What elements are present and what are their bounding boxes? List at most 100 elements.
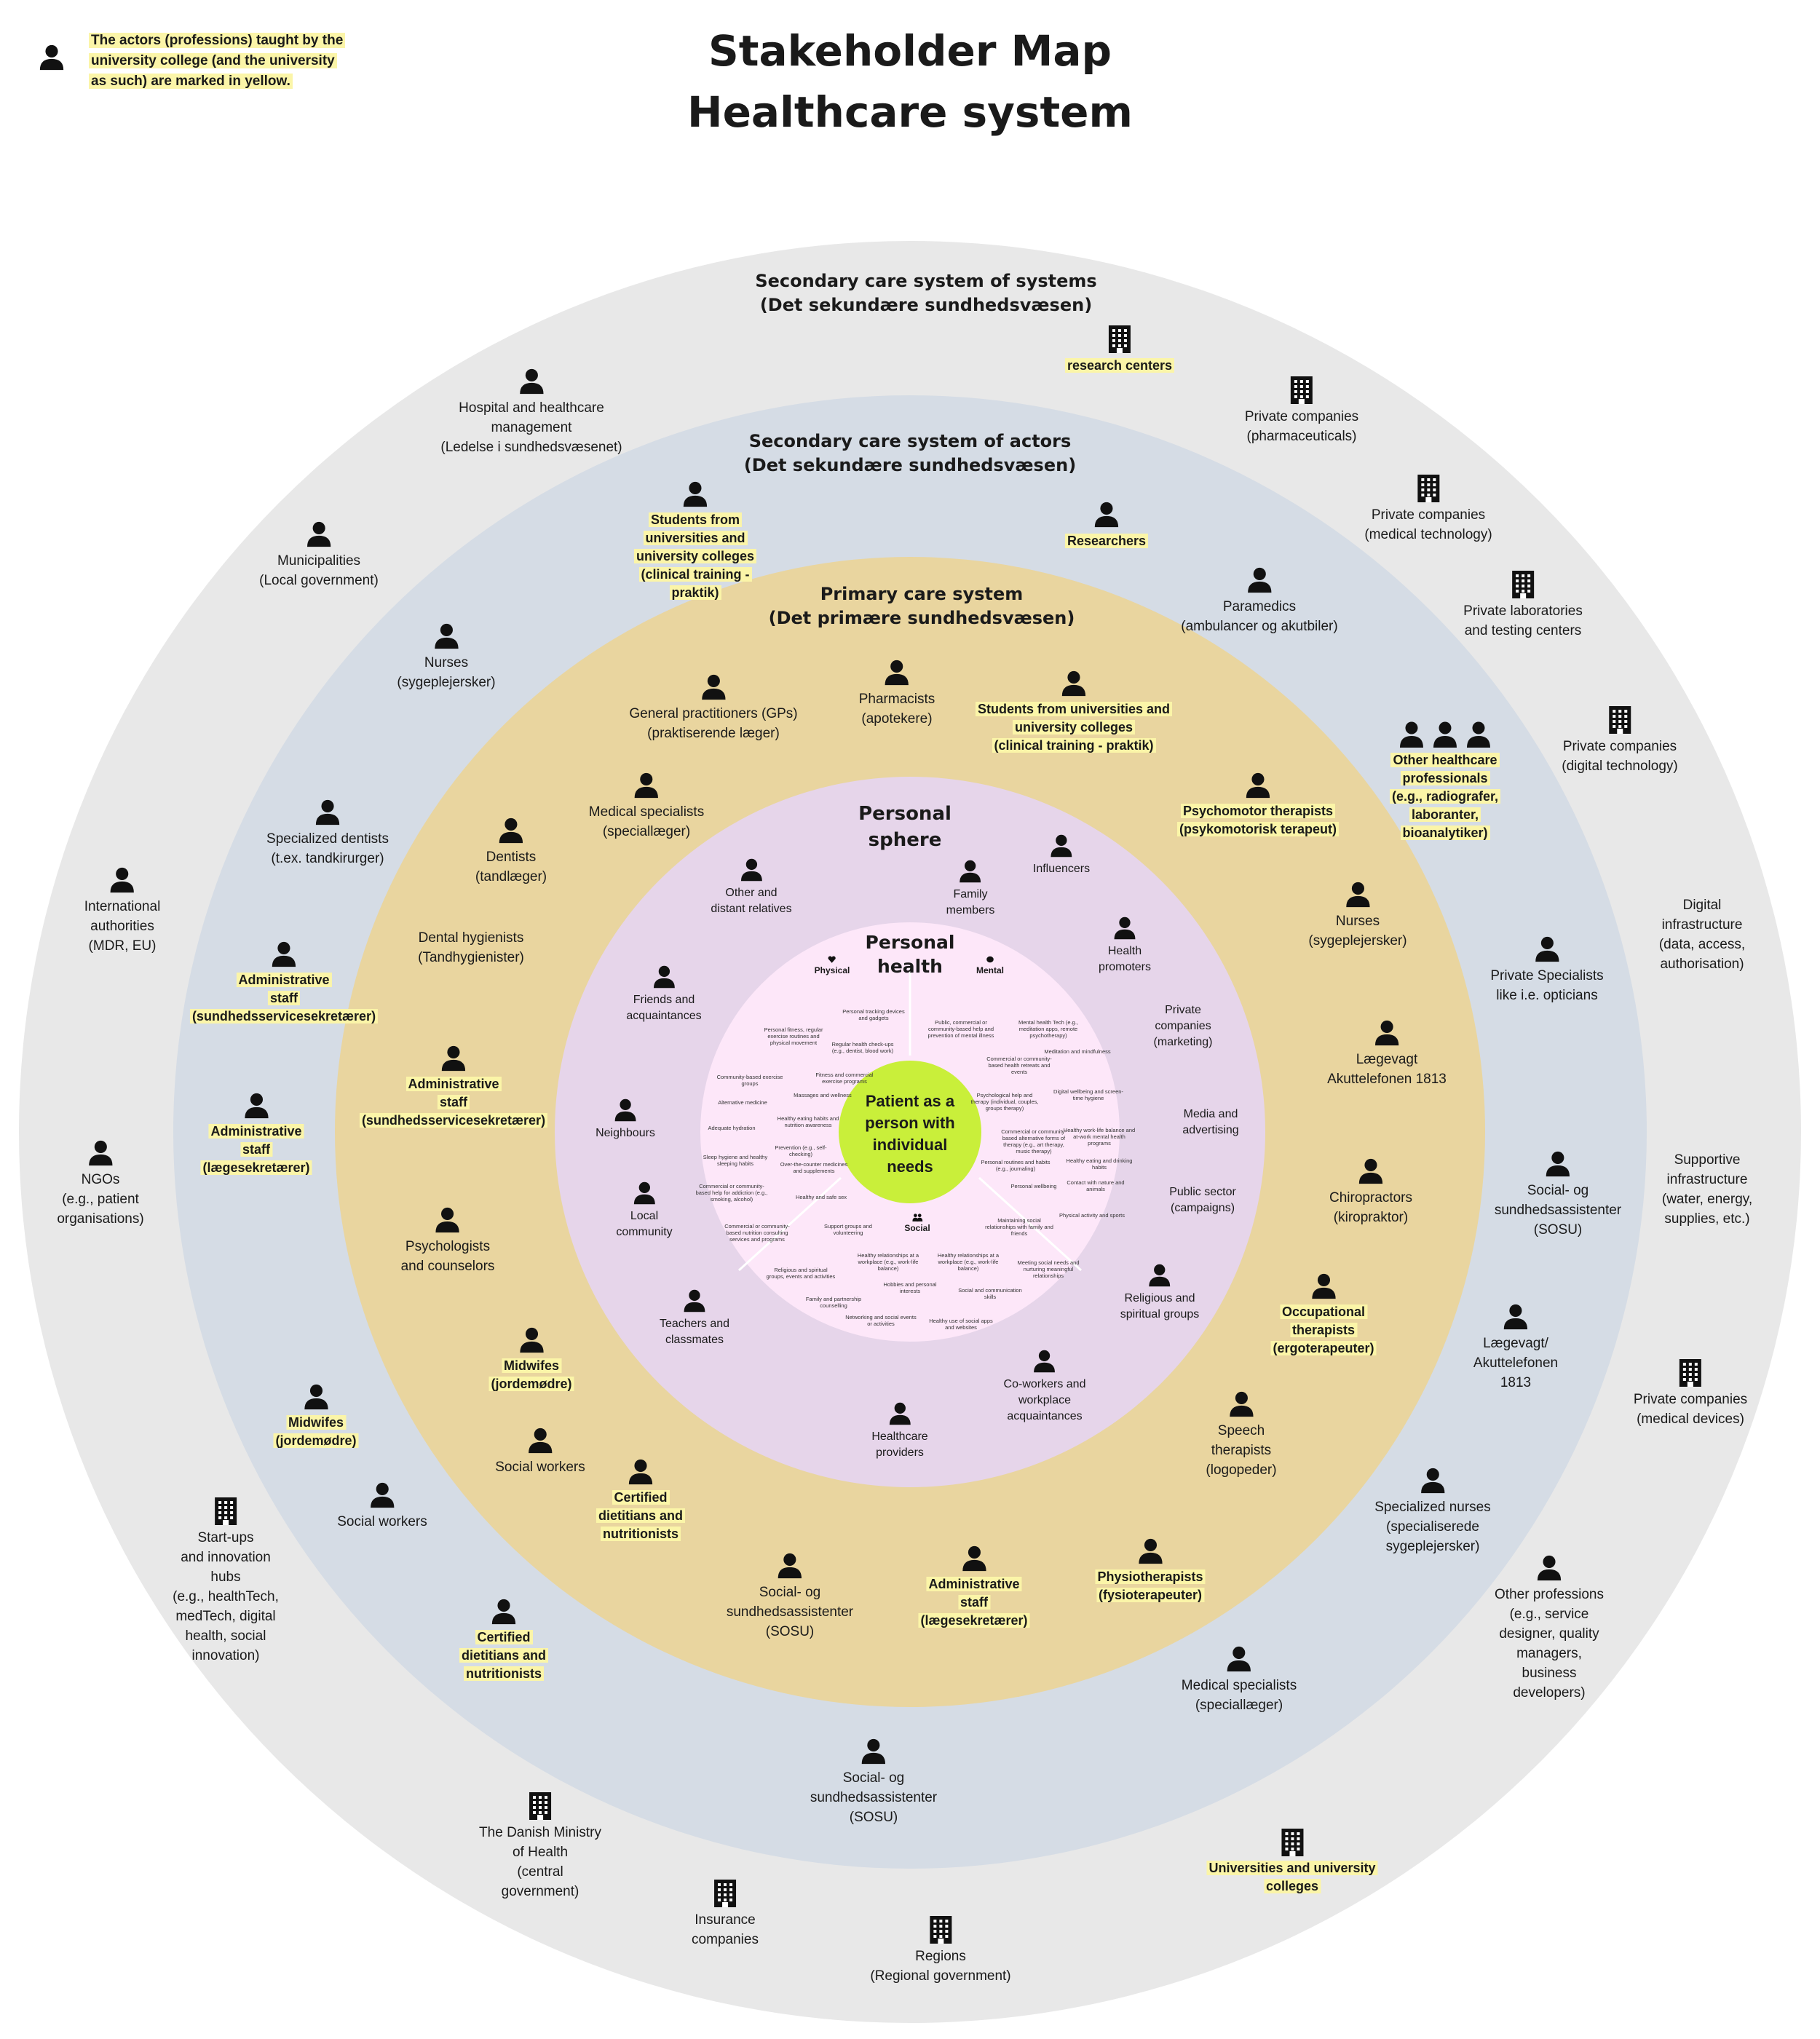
person-icon xyxy=(519,1327,544,1353)
stakeholder-33: Specialized dentists(t.ex. tandkirurger) xyxy=(266,799,389,868)
building-icon xyxy=(1511,571,1534,598)
person-icon xyxy=(1034,1350,1056,1373)
person-icon xyxy=(39,44,64,71)
stakeholder-label-line: (sundhedsservicesekretærer) xyxy=(189,1007,379,1026)
stakeholder-label-line: (central xyxy=(517,1864,563,1880)
health-item: Maintaining social relationships with fa… xyxy=(985,1217,1053,1237)
health-item: Contact with nature and animals xyxy=(1067,1179,1125,1192)
health-item: Personal fitness, regular exercise routi… xyxy=(764,1026,823,1046)
quadrant-physical: Physical xyxy=(815,955,850,975)
stakeholder-52: Dental hygienists(Tandhygienister) xyxy=(418,928,524,967)
person-icon xyxy=(1114,916,1136,940)
stakeholder-label-line: Private companies xyxy=(1244,409,1359,424)
health-item: Adequate hydration xyxy=(708,1125,756,1131)
stakeholder-label-line: business xyxy=(1522,1666,1577,1681)
person-icon xyxy=(370,1482,395,1508)
stakeholder-label-line: (apotekere) xyxy=(861,711,933,726)
people-icon xyxy=(1399,721,1490,748)
stakeholder-label-line: (digital technology) xyxy=(1562,759,1678,774)
health-item: Commercial or community-based nutrition … xyxy=(724,1223,790,1243)
stakeholder-label-line: (pharmaceuticals) xyxy=(1246,429,1357,444)
person-icon xyxy=(110,867,135,893)
person-icon xyxy=(1061,670,1086,697)
health-item: Digital wellbeing and screen-time hygien… xyxy=(1053,1088,1123,1101)
stakeholder-label-line: Specialized nurses xyxy=(1374,1500,1491,1515)
stakeholder-29: Social workers xyxy=(337,1481,427,1532)
person-icon xyxy=(962,1545,986,1572)
building-icon xyxy=(529,1792,551,1820)
stakeholder-label-line: (MDR, EU) xyxy=(88,938,157,954)
stakeholder-label-line: supplies, etc.) xyxy=(1664,1211,1750,1227)
stakeholder-label-line: (Ledelse i sundhedsvæsenet) xyxy=(440,440,622,455)
stakeholder-label-line: (logopeder) xyxy=(1206,1462,1277,1478)
stakeholder-label-line: Local xyxy=(630,1210,659,1222)
person-icon xyxy=(304,1384,328,1410)
stakeholder-label-line: Other professions xyxy=(1495,1587,1604,1602)
stakeholder-label-line: Medical specialists xyxy=(588,804,705,820)
person-icon xyxy=(885,660,909,686)
stakeholder-label-line: (clinical training - xyxy=(634,566,756,584)
stakeholder-label-line: (campaigns) xyxy=(1170,1202,1235,1214)
person-icon xyxy=(684,1289,705,1313)
stakeholder-label-line: (water, energy, xyxy=(1661,1192,1753,1207)
person-icon xyxy=(1229,1391,1254,1417)
stakeholder-label-line: Midwifes xyxy=(273,1414,358,1432)
stakeholder-label-line: (data, access, xyxy=(1658,937,1746,952)
person-icon xyxy=(1537,1555,1562,1581)
stakeholder-49: Midwifes(jordemødre) xyxy=(488,1326,574,1394)
stakeholder-label-line: Students from universities and xyxy=(975,700,1173,718)
health-item: Commercial or community-based alternativ… xyxy=(1001,1128,1067,1155)
person-icon xyxy=(272,941,296,967)
stakeholder-label-line: innovation) xyxy=(191,1648,260,1663)
stakeholder-label-line: nutritionists xyxy=(596,1525,685,1543)
stakeholder-label-line: acquaintances xyxy=(626,1010,702,1022)
health-item: Mental health Tech (e.g., meditation app… xyxy=(1018,1019,1078,1039)
stakeholder-48: Social workers xyxy=(495,1427,585,1477)
person-icon xyxy=(633,1181,655,1205)
health-item: Meditation and mindfulness xyxy=(1044,1048,1111,1055)
stakeholder-label-line: Public sector xyxy=(1169,1186,1236,1198)
health-item: Psychological help and therapy (individu… xyxy=(970,1092,1039,1112)
stakeholder-label-line: (Tandhygienister) xyxy=(418,950,524,965)
stakeholder-label-line: university colleges xyxy=(633,547,757,566)
stakeholder-label-line: Psychologists xyxy=(405,1239,491,1254)
stakeholder-label-line: (e.g., patient xyxy=(62,1192,139,1207)
stakeholder-label-line: Start-ups xyxy=(197,1530,254,1545)
quadrant-social: Social xyxy=(904,1213,930,1233)
stakeholder-label-line: Private Specialists xyxy=(1490,968,1604,983)
stakeholder-label-line: management xyxy=(491,420,572,435)
stakeholder-label-line: classmates xyxy=(665,1334,724,1346)
stakeholder-label-line: (speciallæger) xyxy=(1195,1698,1283,1713)
person-icon xyxy=(1546,1151,1570,1177)
stakeholder-label-line: of Health xyxy=(512,1845,569,1860)
stakeholder-label-line: university colleges xyxy=(976,718,1172,737)
stakeholder-label-line: Social- og xyxy=(1527,1183,1589,1198)
stakeholder-label-line: Municipalities xyxy=(277,553,361,569)
stakeholder-20: Paramedics(ambulancer og akutbiler) xyxy=(1181,566,1338,636)
health-item: Healthy eating habits and nutrition awar… xyxy=(777,1115,839,1128)
health-item: Commercial or community-based help for a… xyxy=(695,1183,768,1203)
stakeholder-label-line: Media and xyxy=(1183,1108,1238,1120)
stakeholder-label-line: (SOSU) xyxy=(765,1624,815,1639)
stakeholder-label-line: Pharmacists xyxy=(858,692,935,707)
stakeholder-label-line: Other and xyxy=(725,887,778,899)
stakeholder-label-line: Administrative xyxy=(200,1123,312,1141)
stakeholder-label-line: praktik) xyxy=(634,584,756,602)
stakeholder-label-line: (fysioterapeuter) xyxy=(1095,1586,1205,1604)
stakeholder-label-line: sundhedsassistenter xyxy=(726,1604,854,1620)
stakeholder-label-line: hubs xyxy=(210,1569,241,1585)
